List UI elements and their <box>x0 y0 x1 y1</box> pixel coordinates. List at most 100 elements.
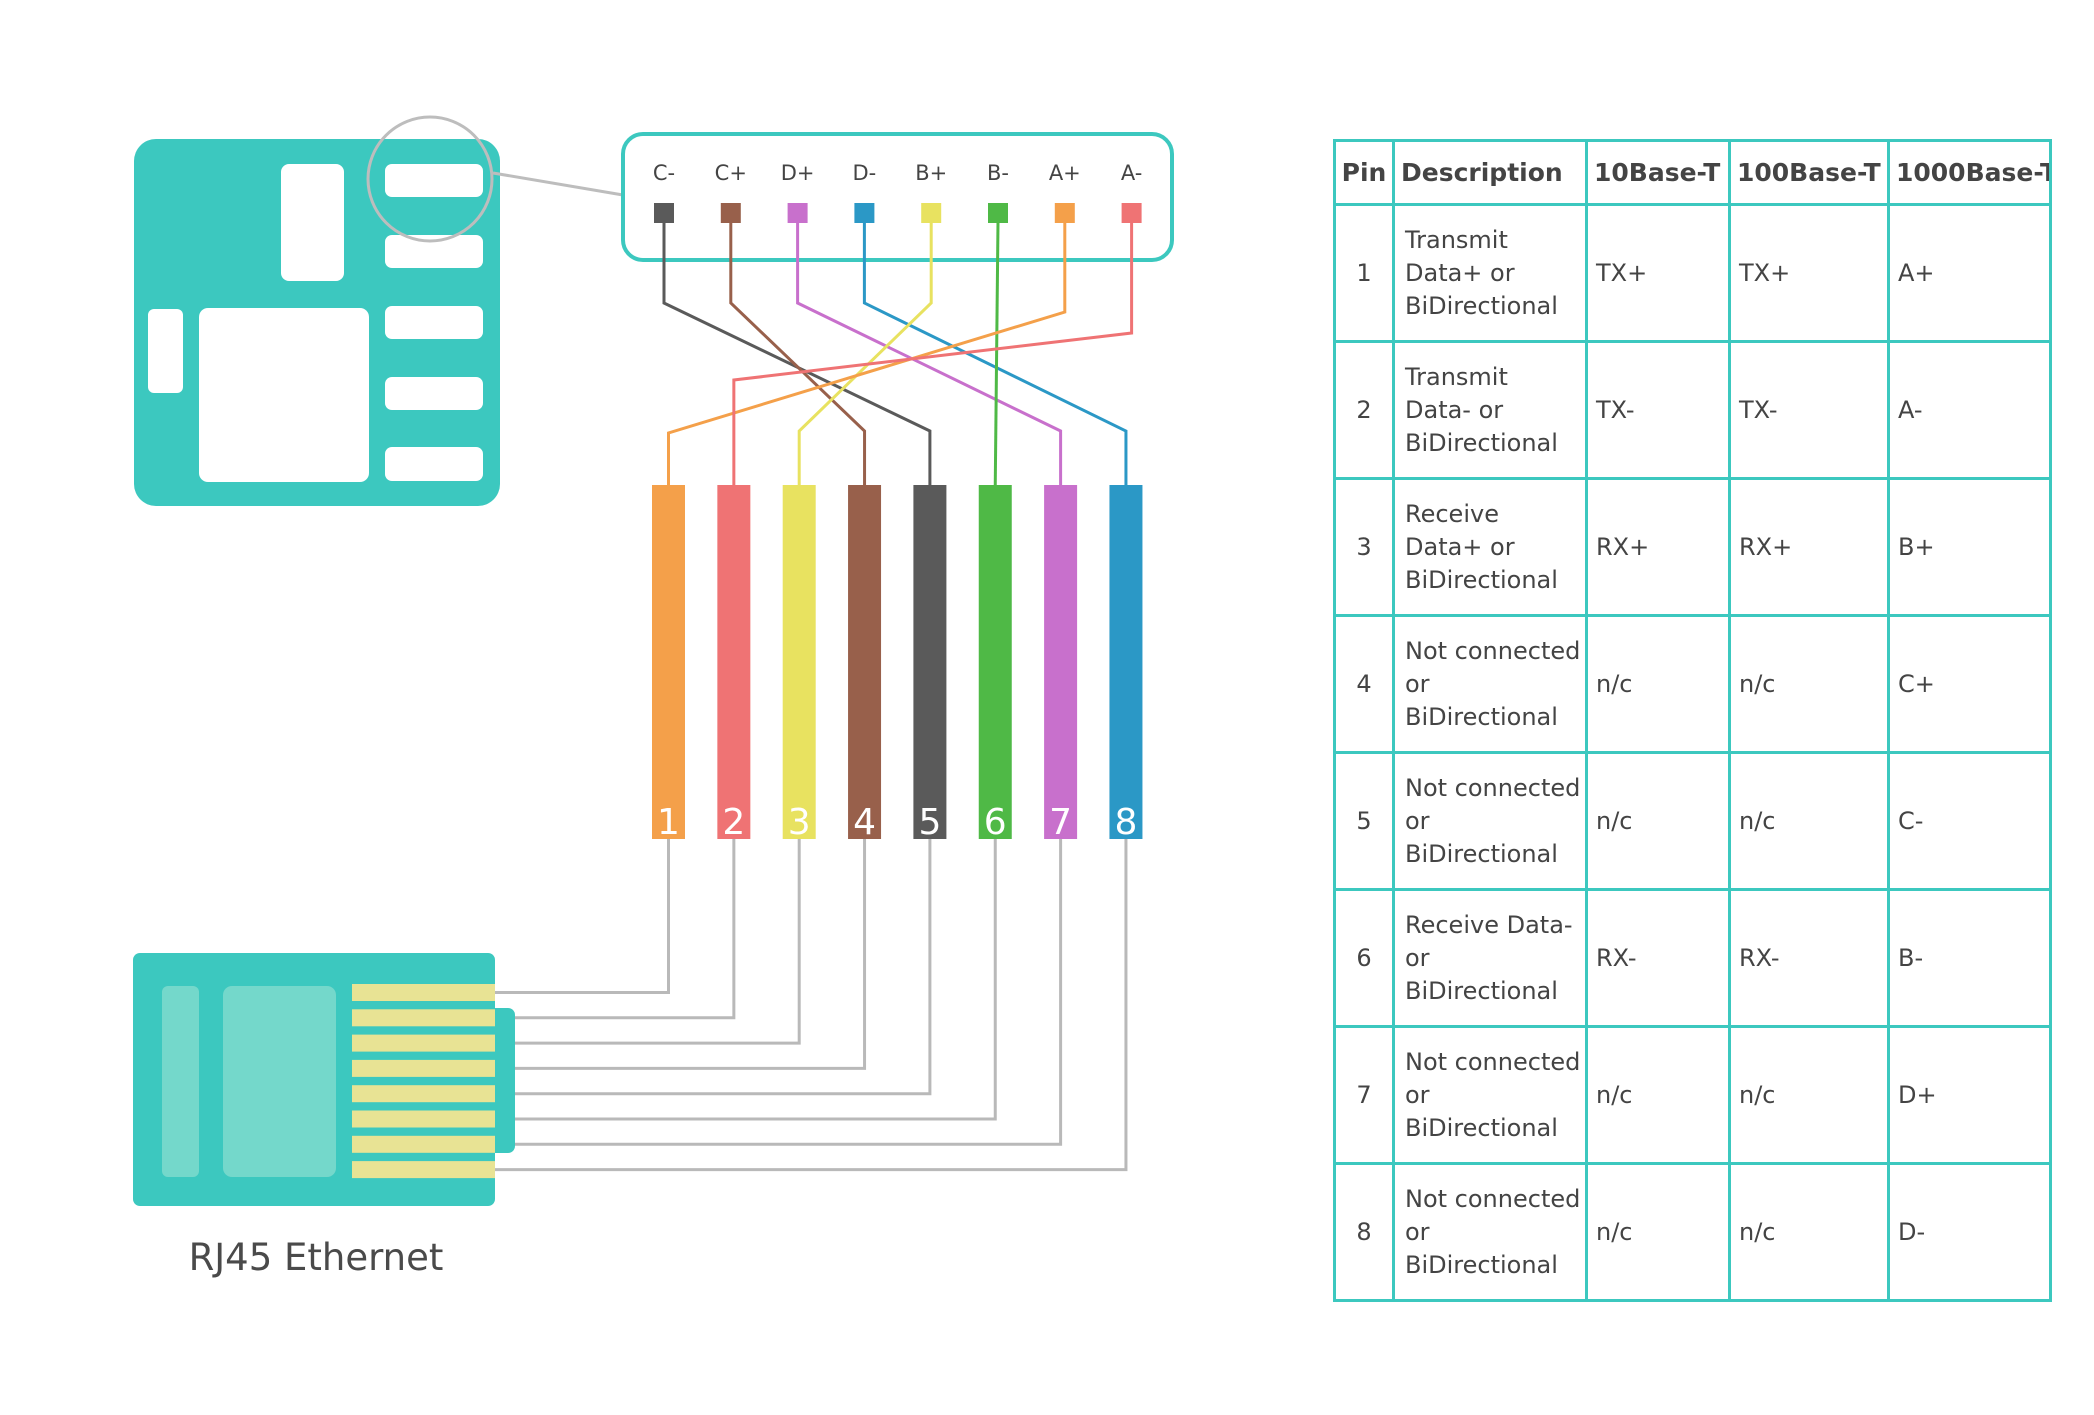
board-illustration <box>134 115 624 506</box>
connector-pin-label: B- <box>987 161 1009 185</box>
connector-pin-label: D- <box>853 161 877 185</box>
header-10base-t: 10Base-T <box>1585 139 1731 206</box>
cell-10base-t: TX+ <box>1585 203 1731 343</box>
cell-10base-t: n/c <box>1585 751 1731 891</box>
cell-pin: 7 <box>1333 1025 1395 1165</box>
cell-100base-t: TX- <box>1728 340 1890 480</box>
wire-bar-8 <box>1109 485 1143 839</box>
wire-aminus <box>732 222 1134 485</box>
cell-1000base-t: B+ <box>1887 477 2052 617</box>
board-port <box>385 447 483 481</box>
cell-1000base-t: D+ <box>1887 1025 2052 1165</box>
connector-pin-square <box>720 203 741 223</box>
wire-bar-2 <box>717 485 751 839</box>
cell-10base-t: n/c <box>1585 1162 1731 1302</box>
cell-1000base-t: B- <box>1887 888 2052 1028</box>
rj45-contacts <box>352 984 495 1179</box>
cell-description: Not connected or BiDirectional <box>1392 751 1588 891</box>
cell-pin: 5 <box>1333 751 1395 891</box>
cell-description: Not connected or BiDirectional <box>1392 1025 1588 1165</box>
cell-description: Not connected or BiDirectional <box>1392 1162 1588 1302</box>
cell-description: Not connected or BiDirectional <box>1392 614 1588 754</box>
wire-bar-number: 4 <box>853 802 876 843</box>
connector-pin-square <box>654 203 674 223</box>
rj45-contact <box>352 1110 495 1128</box>
board-port-ethernet <box>385 164 483 197</box>
cell-10base-t: n/c <box>1585 614 1731 754</box>
wire-bar-5 <box>913 485 947 839</box>
cell-1000base-t: A+ <box>1887 203 2052 343</box>
cell-100base-t: TX+ <box>1728 203 1890 343</box>
grey-wire <box>495 839 801 1045</box>
cell-description: Receive Data+ or BiDirectional <box>1392 477 1588 617</box>
connector-pin-label: A- <box>1121 161 1142 185</box>
wire-cplus <box>729 222 867 485</box>
grey-wire <box>495 839 1063 1146</box>
rj45-contact <box>352 984 495 1001</box>
cell-100base-t: n/c <box>1728 751 1890 891</box>
rj45-title: RJ45 Ethernet <box>189 1236 444 1279</box>
wire-bar-number: 3 <box>788 802 811 843</box>
wire-bar-number: 2 <box>722 802 745 843</box>
cell-100base-t: RX+ <box>1728 477 1890 617</box>
wire-bplus <box>797 222 933 485</box>
cell-pin: 8 <box>1333 1162 1395 1302</box>
table-header-row: Pin Description 10Base-T 100Base-T 1000B… <box>1333 139 2052 206</box>
zoom-callout-leader <box>492 171 624 197</box>
board-chip-tall <box>281 164 344 281</box>
cell-10base-t: n/c <box>1585 1025 1731 1165</box>
grey-wire <box>495 839 736 1020</box>
rj45-panel-wide <box>223 986 336 1177</box>
rj45-contact <box>352 1009 495 1027</box>
board-port <box>385 235 483 268</box>
connector-pin-label: C- <box>653 161 675 185</box>
cell-description: Receive Data- or BiDirectional <box>1392 888 1588 1028</box>
cell-10base-t: TX- <box>1585 340 1731 480</box>
wire-bar-number: 8 <box>1114 802 1137 843</box>
cell-description: Transmit Data- or BiDirectional <box>1392 340 1588 480</box>
cell-1000base-t: D- <box>1887 1162 2052 1302</box>
wire-aplus <box>667 222 1067 485</box>
header-description: Description <box>1392 139 1588 206</box>
rj45-panel-narrow <box>162 986 199 1177</box>
grey-wire <box>495 839 932 1096</box>
cell-pin: 6 <box>1333 888 1395 1028</box>
wire-bar-3 <box>782 485 816 839</box>
wire-dplus <box>796 222 1063 485</box>
grey-wire <box>495 839 1128 1172</box>
wire-bar-4 <box>848 485 882 839</box>
cell-100base-t: n/c <box>1728 1162 1890 1302</box>
wire-bar-number: 5 <box>918 802 941 843</box>
header-pin: Pin <box>1333 139 1395 206</box>
pinout-table: Pin Description 10Base-T 100Base-T 1000B… <box>1333 139 2052 1302</box>
cell-pin: 2 <box>1333 340 1395 480</box>
connector-pin-box <box>621 132 1174 262</box>
wire-bar-1 <box>652 485 685 839</box>
rj45-contact <box>352 1085 495 1103</box>
connector-pin-label: C+ <box>715 161 747 185</box>
grey-wire <box>495 839 997 1121</box>
rj45-contact <box>352 1161 495 1179</box>
connector-pins: C-C+D+D-B+B-A+A- <box>653 161 1142 223</box>
cell-1000base-t: C- <box>1887 751 2052 891</box>
cell-100base-t: RX- <box>1728 888 1890 1028</box>
rj45-connector: RJ45 Ethernet <box>133 953 515 1279</box>
grey-wires <box>495 839 1128 1172</box>
board-port <box>385 377 483 410</box>
rj45-contact <box>352 1135 495 1153</box>
connector-pin-label: A+ <box>1049 161 1081 185</box>
board-port <box>385 306 483 339</box>
connector-pin-square <box>988 203 1008 223</box>
cell-1000base-t: C+ <box>1887 614 2052 754</box>
wire-bar-number: 6 <box>984 802 1007 843</box>
wire-bar-number: 7 <box>1049 802 1072 843</box>
header-100base-t: 100Base-T <box>1728 139 1890 206</box>
connector-pin-square <box>921 203 942 223</box>
